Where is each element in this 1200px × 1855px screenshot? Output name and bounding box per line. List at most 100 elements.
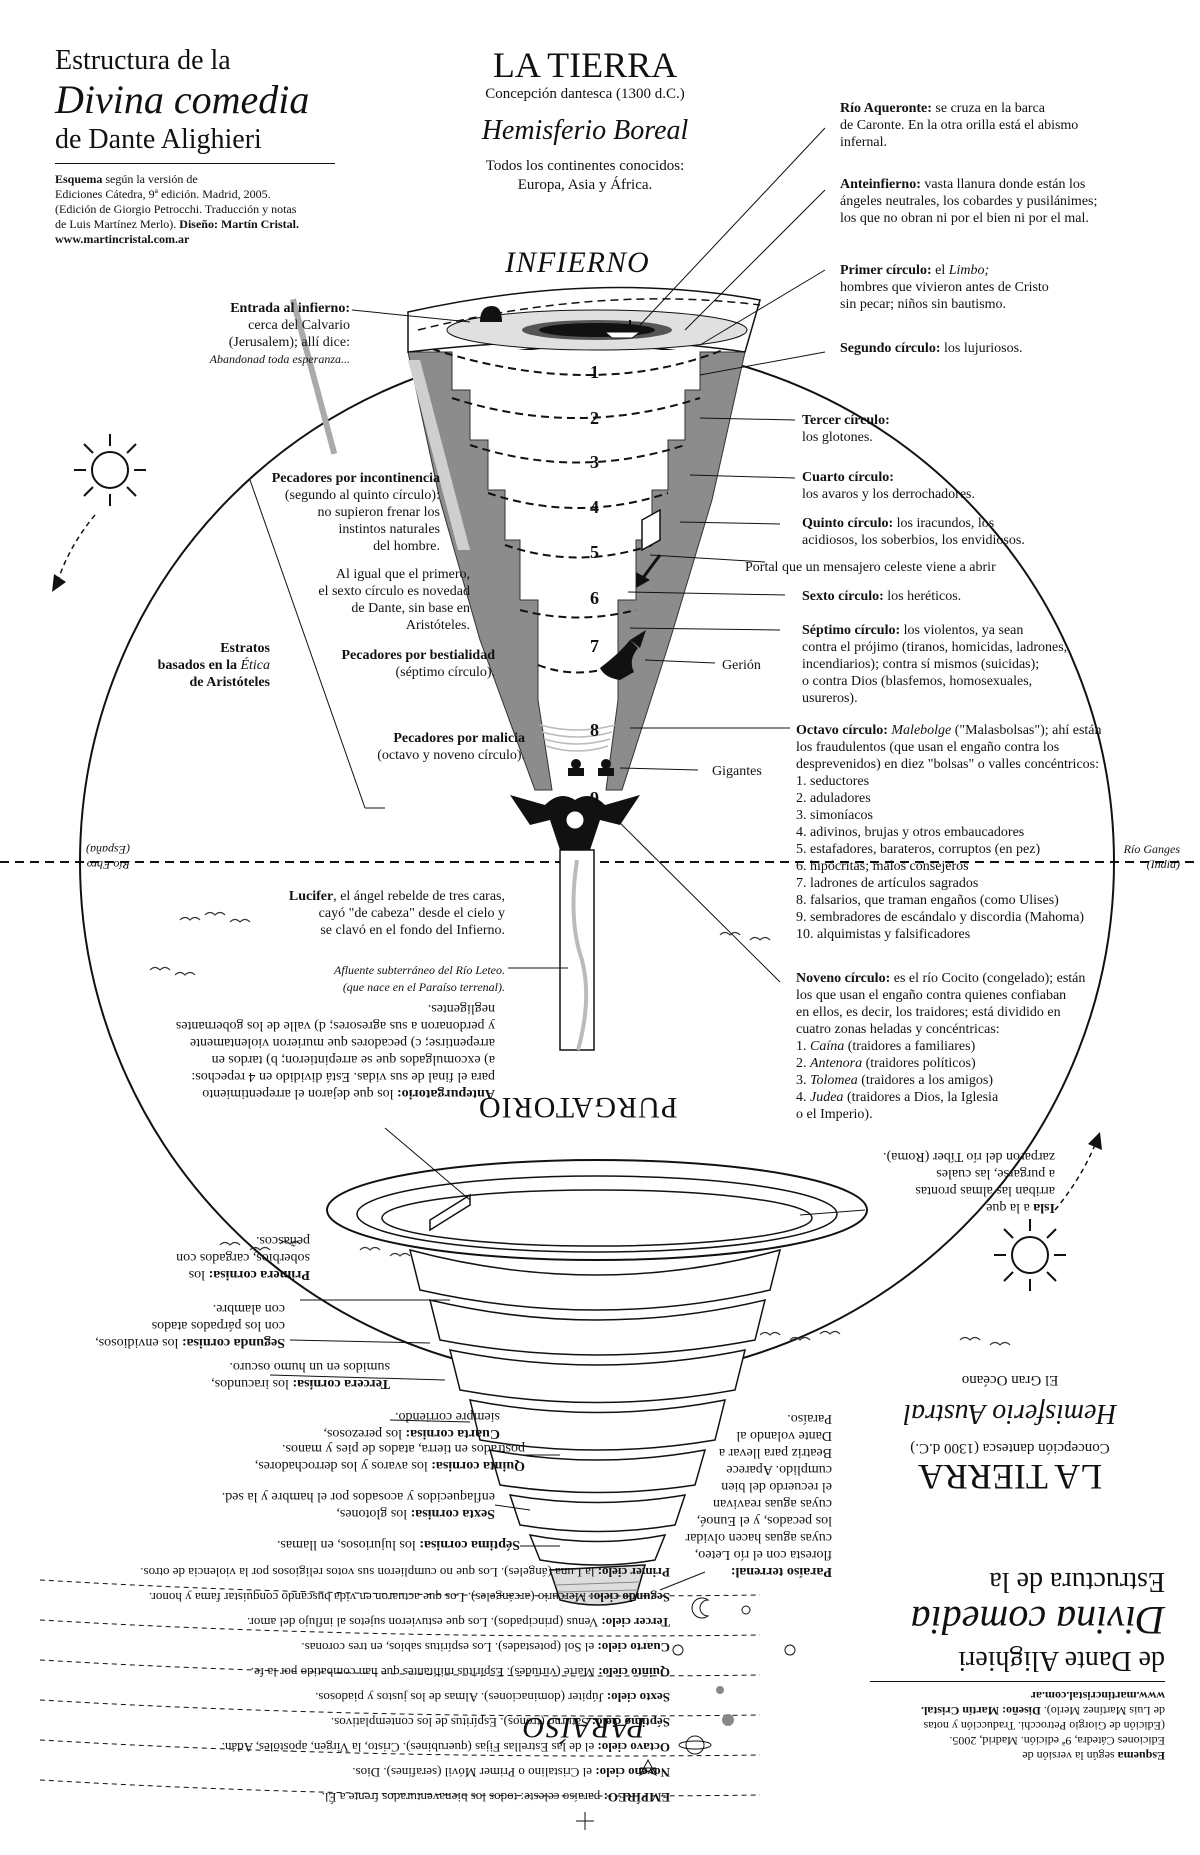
sixth-4: Aristóteles. — [405, 618, 470, 633]
c1-2: hombres que vivieron antes de Cristo — [840, 280, 1049, 295]
circle-number-3: 3 — [590, 452, 599, 472]
terrenal-2: cuyas aguas hacen olvidar — [685, 1530, 832, 1545]
ante-title: Anteinfierno: — [840, 177, 921, 192]
isla-4: zarparon del río Tíber (Roma). — [883, 1149, 1055, 1164]
inferno-cone — [407, 286, 761, 791]
hemisphere-austral: Hemisferio Austral — [903, 1398, 1117, 1429]
austral-subtitle: Concepción dantesca (1300 d.C.) — [910, 1440, 1110, 1456]
bolgia-4: 4. adivinos, brujas y otros embaucadores — [796, 825, 1025, 840]
c2-title: Segundo círculo: — [840, 341, 941, 356]
continents-2: Europa, Asia y África. — [517, 177, 653, 193]
p3-1: los iracundos, — [211, 1376, 293, 1391]
heaven-10-title: EMPÍREO: — [603, 1790, 670, 1805]
heaven-8-title: Octavo cielo: — [597, 1740, 670, 1755]
credits-url[interactable]: www.martincristal.com.ar — [55, 232, 190, 246]
c2-1: los lujuriosos. — [940, 341, 1023, 356]
inferno-heading: INFIERNO — [505, 246, 650, 279]
note-circle-4: Cuarto círculo: los avaros y los derroch… — [802, 469, 1102, 503]
earth-subtitle: Concepción dantesca (1300 d.C.) — [485, 86, 685, 102]
heaven-7-text: Saturno (tronos). Espíritus de los conte… — [330, 1715, 592, 1730]
bolgia-8: 8. falsarios, que traman engaños (como U… — [796, 893, 1059, 908]
credits: Esquema según la versión de Ediciones Cá… — [55, 172, 335, 247]
credits-bold: Esquema — [55, 172, 103, 186]
antepurg-2: para el final de sus vidas. Está dividid… — [191, 1069, 495, 1084]
ante-2: ángeles neutrales, los cobardes y pusilá… — [840, 194, 1098, 209]
terrenal-3: los pecados, y el Eunoé, — [696, 1513, 832, 1528]
entrance-2: (Jerusalem); allí dice: — [228, 335, 350, 350]
planets-icons — [576, 1597, 796, 1830]
antepurg-1: los que dejaron el arrepentimiento — [202, 1086, 397, 1101]
p5-2: postrados en tierra, atados de pies y ma… — [282, 1441, 525, 1456]
zone-3-name: Tolomea — [810, 1073, 858, 1088]
purgatory-mountain — [326, 1159, 868, 1606]
note-bestial: Pecadores por bestialidad (séptimo círcu… — [280, 647, 496, 681]
bolgia-2: 2. aduladores — [796, 791, 871, 806]
p5-title: Quinta cornisa: — [431, 1458, 525, 1473]
heaven-4-title: Cuarto cielo: — [597, 1640, 670, 1655]
note-isla: Isla a la que arriban las almas prontas … — [855, 1148, 1055, 1216]
zone-5: o el Imperio). — [796, 1107, 873, 1122]
c7-4: o contra Dios (blasfemos, homosexuales, — [802, 674, 1033, 689]
p1-title: Primera cornisa: — [208, 1267, 310, 1282]
note-circle-9: Noveno círculo: es el río Cocito (congel… — [796, 970, 1176, 1123]
terrenal-1: floresta con el río Leteo, — [694, 1547, 832, 1562]
earth-title: LA TIERRA — [492, 45, 678, 85]
note-circle-1: Primer círculo: el Limbo; hombres que vi… — [840, 262, 1170, 313]
note-ebro: Río Ebro (España) — [30, 842, 130, 872]
c5-1: los iracundos, los — [893, 516, 995, 531]
sun-path-right — [1054, 1144, 1096, 1211]
note-cornice-2: Segunda cornisa: los envidiosos, con los… — [45, 1300, 285, 1351]
terrenal-4: cuyas aguas reavivan — [713, 1496, 832, 1511]
paradise-list: EMPÍREO: paraíso celeste: todos los bien… — [30, 1560, 670, 1810]
heaven-3-text: Venus (principados). Los que estuvieron … — [246, 1615, 602, 1630]
p7-1: los lujuriosos, en llamas. — [276, 1537, 420, 1552]
heaven-3-title: Tercer cielo: — [601, 1615, 670, 1630]
terrenal-title: Paraíso terrenal: — [730, 1564, 832, 1579]
p2-1: los envidiosos, — [95, 1335, 182, 1350]
austral-credits-url[interactable]: www.martincristal.com.ar — [1030, 1689, 1165, 1703]
note-cornice-3: Tercera cornisa: los iracundos, sumidos … — [140, 1358, 390, 1392]
p4-2: siempre corriendo. — [395, 1409, 500, 1424]
c8-2: los fraudulentos (que usan el engaño con… — [796, 740, 1060, 755]
credits-2: Ediciones Cátedra, 9ª edición. Madrid, 2… — [55, 187, 271, 201]
heaven-5: Quinto cielo: Marte (virtudes). Espíritu… — [30, 1660, 670, 1685]
strata-bar — [290, 298, 338, 455]
zone-1-num: 1. — [796, 1039, 810, 1054]
c8-c: ("Malasbolsas"); ahí están — [951, 723, 1102, 738]
terrenal-8: Dante volando al — [736, 1428, 832, 1443]
antepurg-5: y perdonaron a sus agresores; d) valle d… — [175, 1018, 495, 1033]
title-line2: Divina comedia — [55, 77, 310, 122]
c1-a: el — [931, 263, 949, 278]
circle-number-4: 4 — [590, 497, 599, 517]
p1-3: peñascos. — [255, 1233, 310, 1248]
c8-title: Octavo círculo: — [796, 723, 888, 738]
entrance-title: Entrada al infierno: — [230, 301, 350, 316]
c9-4: cuatro zonas heladas y concéntricas: — [796, 1022, 1000, 1037]
acheron-3: infernal. — [840, 135, 888, 150]
c7-2: contra el prójimo (tiranos, homicidas, l… — [802, 640, 1068, 655]
c8-3: desprevenidos) en diez "bolsas" o valles… — [796, 757, 1100, 772]
zone-1-name: Caína — [810, 1039, 845, 1054]
terrenal-9: Paraíso. — [787, 1411, 832, 1426]
earth-block: LA TIERRA Concepción dantesca (1300 d.C.… — [440, 45, 730, 195]
circle-number-9: 9 — [590, 788, 599, 808]
austral-block: LA TIERRA Concepción dantesca (1300 d.C.… — [865, 1370, 1155, 1497]
austral-line3: de Dante Alighieri — [958, 1645, 1165, 1676]
c9-title: Noveno círculo: — [796, 971, 891, 986]
sixth-2: el sexto círculo es novedad — [318, 584, 470, 599]
isla-2: arriban las almas prontas — [915, 1183, 1055, 1198]
title-block: Estructura de la Divina comedia de Dante… — [55, 45, 335, 247]
circle-number-7: 7 — [590, 636, 599, 656]
c6-1: los heréticos. — [883, 589, 962, 604]
heaven-6-text: Júpiter (dominaciones). Almas de los jus… — [315, 1690, 607, 1705]
terrenal-7: Beatriz para llevar a — [718, 1445, 832, 1460]
incont-2: no supieron frenar los — [317, 505, 440, 520]
malice-1: (octavo y noveno círculo). — [377, 748, 525, 763]
ante-3: los que no obran ni por el bien ni por e… — [840, 211, 1089, 226]
portal-icon — [636, 508, 662, 588]
heaven-8-text: el de las Estrellas Fijas (querubines). … — [221, 1740, 598, 1755]
acheron-1: se cruza en la barca — [931, 101, 1046, 116]
heaven-5-title: Quinto cielo: — [598, 1665, 670, 1680]
isla-1: a la que — [986, 1200, 1034, 1215]
note-circle-5: Quinto círculo: los iracundos, los acidi… — [802, 515, 1132, 549]
